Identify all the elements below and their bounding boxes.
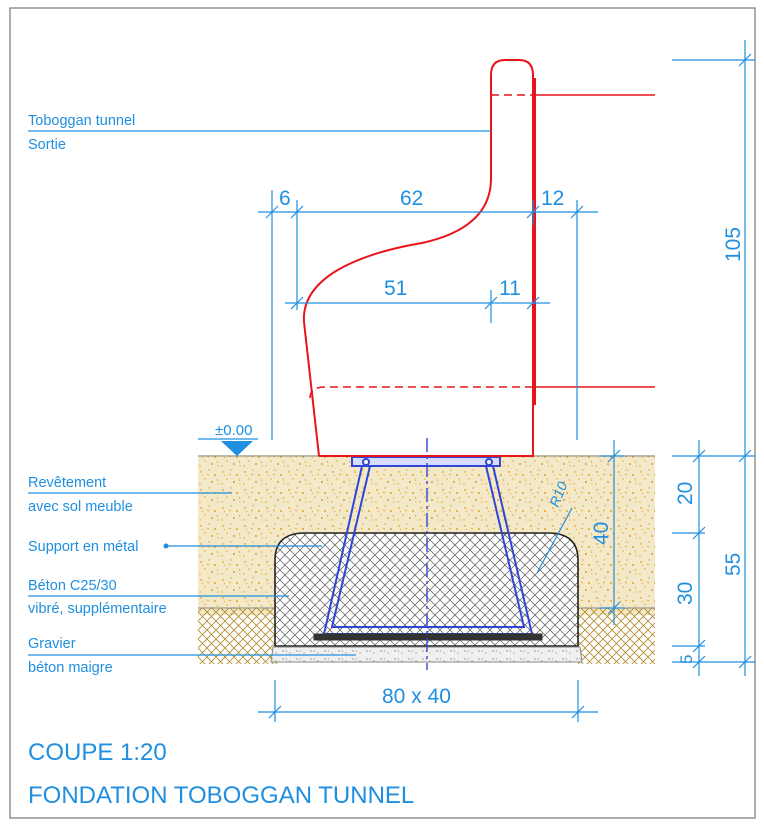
- dim-5: 5: [677, 655, 696, 664]
- level-marker-text: ±0.00: [215, 422, 252, 439]
- sheet-border: [9, 7, 756, 819]
- dim-12: 12: [541, 187, 564, 210]
- lean-concrete: [270, 646, 583, 663]
- label-revetement-line2: avec sol meuble: [28, 499, 133, 515]
- dim-30: 30: [674, 582, 697, 605]
- dim-20: 20: [674, 482, 697, 505]
- leader-lines: [28, 130, 491, 656]
- dim-51: 51: [384, 277, 407, 300]
- dim-105: 105: [722, 227, 745, 262]
- title-line1: COUPE 1:20: [28, 739, 167, 766]
- dim-6: 6: [279, 187, 291, 210]
- label-gravier-line1: Gravier: [28, 636, 76, 652]
- gravel-right: [578, 608, 655, 664]
- label-toboggan-line1: Toboggan tunnel: [28, 113, 135, 129]
- dim-55: 55: [722, 553, 745, 576]
- dim-62: 62: [400, 187, 423, 210]
- dimension-lines: [258, 40, 755, 722]
- dim-40: 40: [590, 522, 613, 545]
- metal-support: [313, 456, 543, 641]
- label-support: Support en métal: [28, 539, 138, 555]
- title-line2: FONDATION TOBOGGAN TUNNEL: [28, 782, 414, 809]
- label-beton-line2: vibré, supplémentaire: [28, 601, 167, 617]
- label-toboggan-line2: Sortie: [28, 137, 66, 153]
- label-beton-line1: Béton C25/30: [28, 578, 117, 594]
- label-revetement-line1: Revêtement: [28, 475, 106, 491]
- slide-profile: [302, 59, 655, 457]
- level-marker: [198, 438, 258, 456]
- dim-base: 80 x 40: [382, 685, 451, 708]
- dim-11: 11: [499, 277, 521, 300]
- label-gravier-line2: béton maigre: [28, 660, 113, 676]
